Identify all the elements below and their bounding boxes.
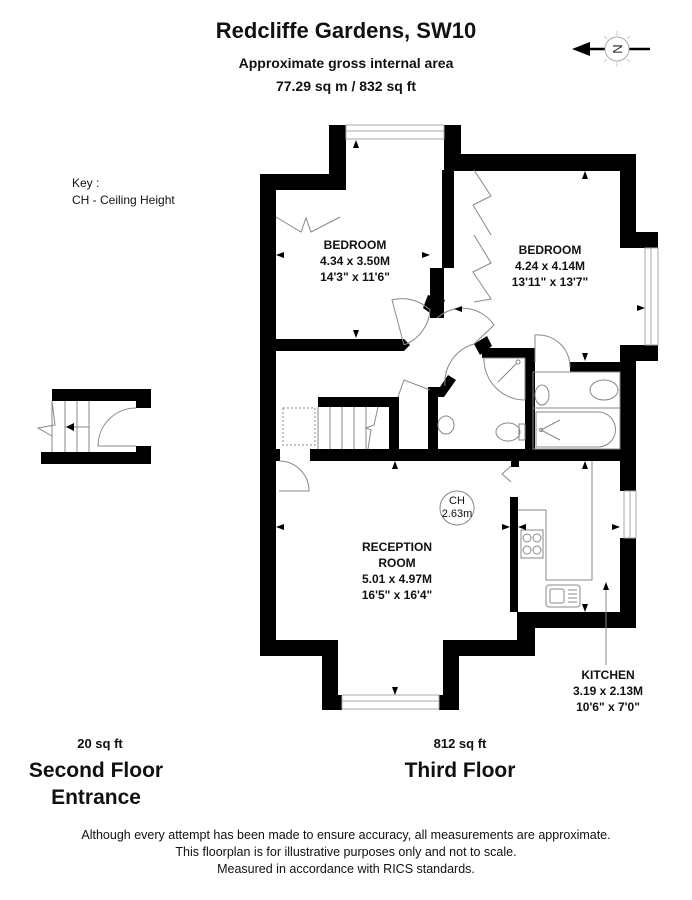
fixtures [275,169,621,665]
third-floor-area: 812 sq ft [433,736,487,751]
key-legend: Key : CH - Ceiling Height [72,175,175,209]
walls [260,125,658,710]
ceiling-height-label: CH 2.63m [441,495,473,520]
third-floor-name: Third Floor [404,759,516,782]
svg-text:N: N [610,44,625,53]
room-label-bedroom-1: BEDROOM 4.34 x 3.50M 14'3" x 11'6" [319,238,391,284]
room-label-bedroom-2: BEDROOM 4.24 x 4.14M 13'11" x 13'7" [511,243,589,289]
room-label-kitchen: KITCHEN 3.19 x 2.13M 10'6" x 7'0" [572,668,644,714]
second-floor-area: 20 sq ft [77,736,123,751]
ceiling-height-badge [439,490,475,526]
room-label-reception: RECEPTION ROOM 5.01 x 4.97M 16'5" x 16'4… [361,540,433,602]
windows [341,124,659,710]
key-item-ceiling-height: CH - Ceiling Height [72,193,175,207]
total-area: 77.29 sq m / 832 sq ft [275,78,417,94]
disclaimer: Although every attempt has been made to … [81,828,611,876]
entrance-stair-plan [36,389,151,464]
measurement-arrows [276,140,645,695]
key-heading: Key : [72,176,100,190]
second-floor-name: Second Floor Entrance [28,759,164,809]
plan-subtitle: Approximate gross internal area [238,55,454,71]
north-arrow-icon: N [572,31,650,67]
plan-title: Redcliffe Gardens, SW10 [215,18,477,43]
